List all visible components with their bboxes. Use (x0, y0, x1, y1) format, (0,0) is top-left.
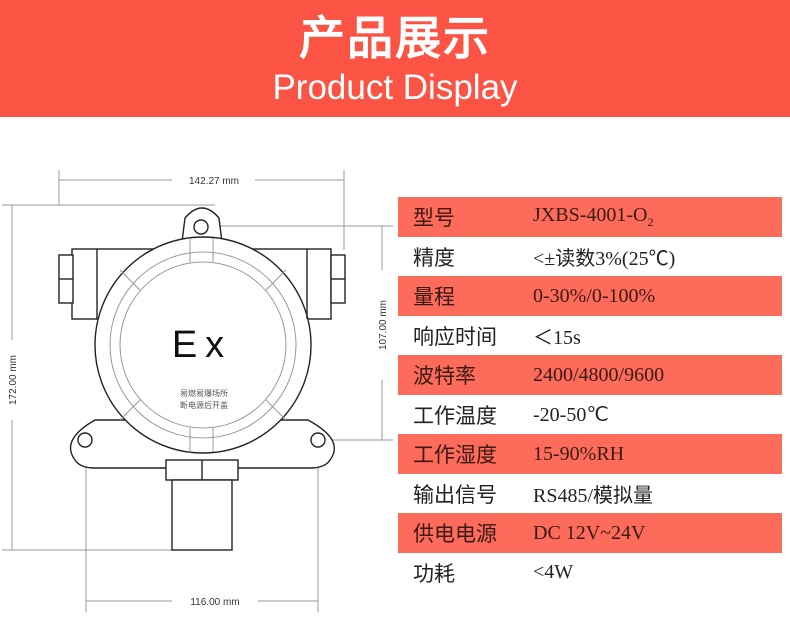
spec-table: 型号 JXBS-4001-O2 精度 <±读数3%(25℃) 量程 0-30%/… (398, 197, 782, 592)
dim-mount-height: 107.00 mm (378, 300, 389, 350)
spec-label: 响应时间 (413, 324, 497, 349)
spec-value: DC 12V~24V (533, 521, 646, 544)
device-outline-icon: 142.27 mm 116.00 mm 172.00 mm 107.00 mm (2, 170, 393, 612)
spec-label: 功耗 (413, 561, 455, 586)
spec-value: JXBS-4001-O2 (533, 204, 654, 229)
spec-label: 供电电源 (413, 522, 497, 546)
spec-label: 波特率 (413, 364, 476, 388)
spec-value: 15-90%RH (533, 442, 625, 465)
warning-line-2: 断电源后开盖 (180, 400, 228, 410)
spec-row-power-supply: 供电电源 DC 12V~24V (398, 513, 782, 553)
header-banner: 产品展示 Product Display (0, 0, 790, 117)
spec-row-power-consumption: 功耗 <4W (398, 553, 782, 592)
spec-value: 2400/4800/9600 (533, 363, 665, 386)
spec-value: -20-50℃ (533, 404, 609, 426)
dimension-drawing: 142.27 mm 116.00 mm 172.00 mm 107.00 mm (0, 117, 395, 623)
spec-row-response-time: 响应时间 ＜15s (398, 316, 782, 355)
spec-value: <±读数3%(25℃) (533, 248, 676, 270)
spec-label: 输出信号 (413, 482, 497, 507)
spec-row-model: 型号 JXBS-4001-O2 (398, 197, 782, 237)
dim-total-height: 172.00 mm (8, 355, 19, 405)
spec-value: <4W (533, 561, 574, 583)
spec-label: 工作温度 (413, 403, 497, 428)
spec-label: 型号 (413, 206, 455, 230)
spec-row-accuracy: 精度 <±读数3%(25℃) (398, 237, 782, 276)
spec-value: RS485/模拟量 (533, 485, 654, 507)
dim-top-width: 142.27 mm (189, 176, 239, 187)
page-title-cn: 产品展示 (299, 11, 491, 65)
spec-row-temperature: 工作温度 -20-50℃ (398, 395, 782, 434)
spec-value: 0-30%/0-100% (533, 284, 656, 307)
dim-bottom-width: 116.00 mm (190, 597, 239, 608)
spec-row-range: 量程 0-30%/0-100% (398, 276, 782, 316)
spec-label: 工作湿度 (413, 443, 497, 467)
spec-row-output-signal: 输出信号 RS485/模拟量 (398, 474, 782, 513)
spec-row-humidity: 工作湿度 15-90%RH (398, 434, 782, 474)
ex-mark: Ex (172, 324, 232, 366)
spec-value: ＜15s (533, 327, 581, 349)
spec-label: 量程 (413, 285, 455, 309)
page-title-en: Product Display (272, 68, 518, 107)
spec-row-baud-rate: 波特率 2400/4800/9600 (398, 355, 782, 395)
warning-line-1: 易燃易爆场所 (180, 388, 228, 398)
spec-label: 精度 (413, 245, 455, 270)
